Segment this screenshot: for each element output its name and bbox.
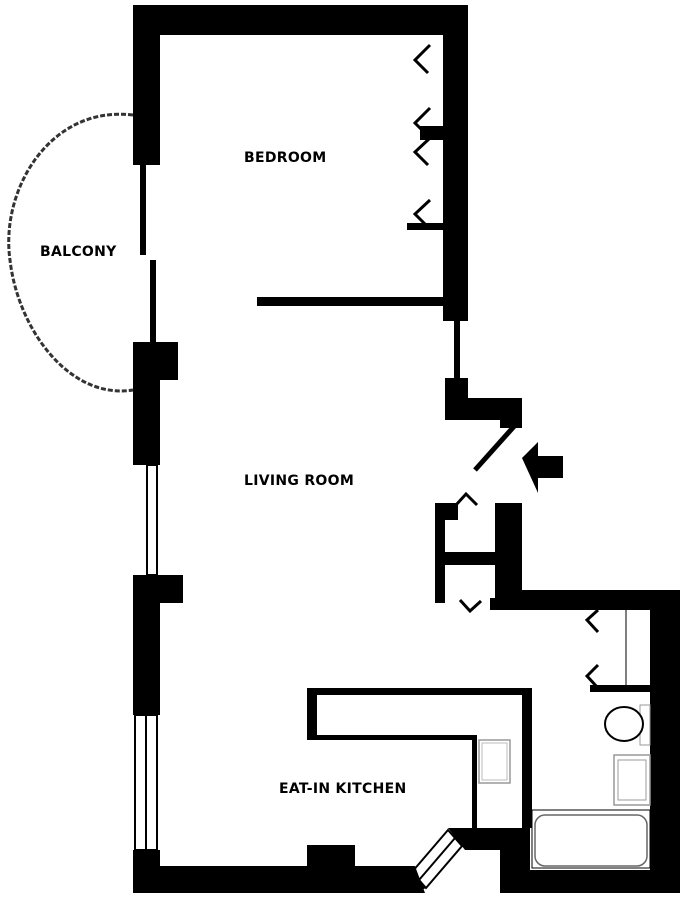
window xyxy=(146,464,158,576)
closet-door-icon xyxy=(412,43,432,75)
bathroom-sink xyxy=(613,754,651,806)
bedroom-right-wall xyxy=(443,5,468,321)
walls xyxy=(133,5,680,893)
living-left-wall xyxy=(133,575,183,715)
closet-door-icon xyxy=(412,106,432,138)
closet-door-icon xyxy=(412,198,432,229)
bathtub-basin xyxy=(534,814,648,867)
room-label-kitchen: EAT-IN KITCHEN xyxy=(279,781,407,797)
bedroom-partition-wall xyxy=(257,297,445,306)
closet-doors xyxy=(412,43,600,690)
room-label-balcony: BALCONY xyxy=(40,244,117,260)
balcony-door xyxy=(140,165,146,255)
window-frame xyxy=(400,868,426,893)
bathroom-walls xyxy=(490,503,680,893)
entry-door xyxy=(473,420,520,472)
living-left-wall xyxy=(133,342,178,465)
bathtub xyxy=(531,809,651,869)
bedroom-top-wall xyxy=(133,5,468,35)
kitchen-wall xyxy=(448,828,530,850)
window-pane xyxy=(418,837,456,881)
closet-door-icon xyxy=(458,598,483,614)
bedroom-left-wall xyxy=(133,5,160,165)
entry-closet-wall xyxy=(435,503,495,603)
kitchen-sink-basin xyxy=(481,742,508,781)
closet-door-icon xyxy=(454,491,479,507)
balcony-door xyxy=(150,260,156,342)
wall-column xyxy=(307,845,355,867)
balcony-outline xyxy=(7,112,134,393)
thin-wall xyxy=(454,320,460,380)
kitchen-counter xyxy=(307,688,532,828)
toilet-icon xyxy=(604,706,644,742)
closet-door-icon xyxy=(412,136,432,167)
bath-closet-wall xyxy=(590,685,650,692)
kitchen-bottom-wall xyxy=(133,866,415,893)
room-label-living-room: LIVING ROOM xyxy=(244,473,355,489)
entry-wall xyxy=(445,378,522,428)
windows xyxy=(134,464,464,890)
closet-door-icon xyxy=(584,663,600,690)
sink-basin xyxy=(617,759,647,801)
entrance-arrow-icon xyxy=(522,442,563,493)
room-label-bedroom: BEDROOM xyxy=(244,150,327,166)
kitchen-sink xyxy=(478,739,511,784)
closet-door-icon xyxy=(584,608,600,634)
closet-divider xyxy=(420,126,445,140)
